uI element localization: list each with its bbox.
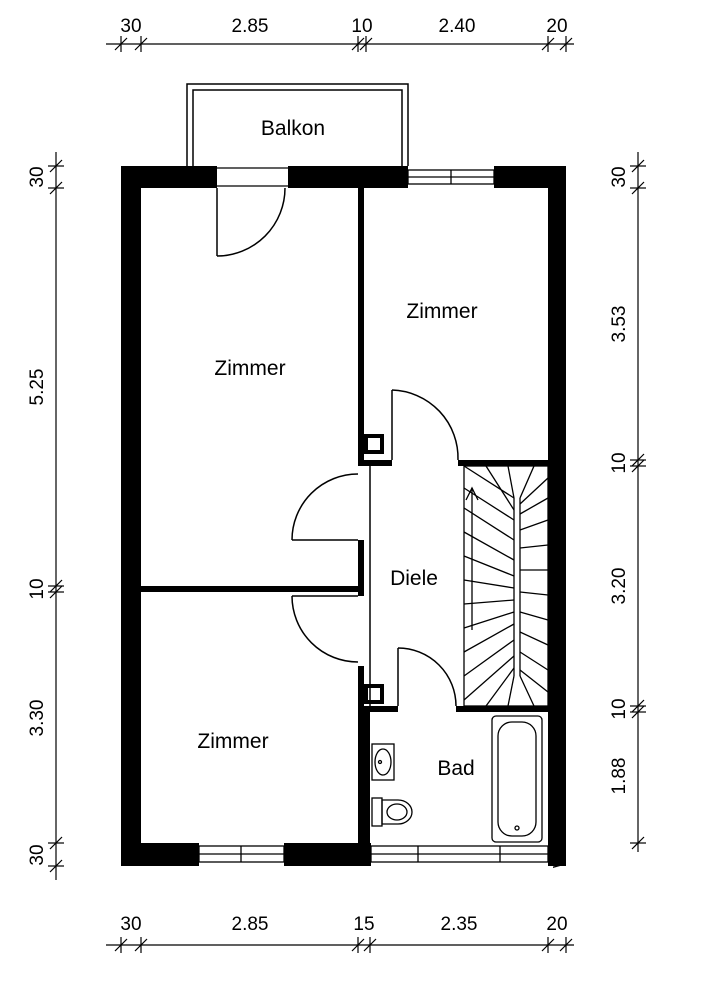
dim-bottom-0: 30 [120,914,141,935]
label-hall: Diele [390,567,438,590]
dim-left-2: 10 [27,578,48,599]
wall-above-hall-2 [458,460,548,466]
dim-right-4: 10 [609,698,630,719]
outer-wall-top-3 [494,166,566,188]
dim-top-4: 20 [546,16,567,37]
dim-top-0: 30 [120,16,141,37]
dim-bottom-3: 2.35 [441,914,478,935]
door-balcony-arc [216,187,286,257]
dim-left-3: 3.30 [27,700,48,737]
staircase [463,465,549,707]
balcony [186,83,409,166]
wall-between-left-rooms [141,586,364,592]
dimension-labels-top: 30 2.85 10 2.40 20 [120,16,567,37]
wall-hall-left-bottom [358,666,364,866]
dim-bottom-2: 15 [353,914,374,935]
toilet [371,797,413,827]
outer-wall-top-2 [288,166,408,188]
wall-above-hall-1 [358,460,392,466]
wall-left-right-rooms [358,188,364,465]
dim-left-1: 5.25 [27,369,48,406]
watermark: www.grundriss.com [547,721,566,869]
doors [216,187,459,707]
outer-wall-left [121,166,141,866]
sanitary [371,715,543,843]
dim-bottom-4: 20 [546,914,567,935]
door-hall-left-upper-arc [291,473,359,541]
dim-right-2: 10 [609,452,630,473]
wall-above-bath-1 [364,706,398,712]
outer-wall-top-1 [121,166,217,188]
label-room-top-left: Zimmer [214,357,285,380]
shaft-upper [364,434,384,454]
dim-top-2: 10 [351,16,372,37]
room-labels: Balkon Zimmer Zimmer Zimmer Diele Bad [197,117,477,780]
wall-above-bath-2 [456,706,548,712]
dim-right-3: 3.20 [609,568,630,605]
dimension-labels-right: 30 3.53 10 3.20 10 1.88 [609,166,630,794]
dim-left-0: 30 [27,166,48,187]
dim-right-0: 30 [609,166,630,187]
dim-top-1: 2.85 [232,16,269,37]
outer-wall-bottom-1 [121,843,199,866]
dimension-labels-left: 30 5.25 10 3.30 30 [27,166,48,865]
door-bath-arc [397,647,457,707]
dim-left-4: 30 [27,844,48,865]
outer-wall-bottom-2 [284,843,371,866]
dim-bottom-1: 2.85 [232,914,269,935]
wall-bath-left [364,706,370,866]
dimension-lines [48,36,646,953]
label-balcony: Balkon [261,117,325,140]
shaft-lower [364,684,384,704]
label-room-top-right: Zimmer [406,300,477,323]
dim-right-1: 3.53 [609,306,630,343]
dimension-labels-bottom: 30 2.85 15 2.35 20 [120,914,567,935]
door-top-right-arc [391,389,459,461]
windows [198,167,549,863]
dim-top-3: 2.40 [439,16,476,37]
outer-wall-right [548,166,566,866]
sink [371,743,395,781]
dim-right-5: 1.88 [609,758,630,795]
label-bath: Bad [437,757,474,780]
walls [121,166,566,866]
shafts [364,434,384,704]
label-room-bottom-left: Zimmer [197,730,268,753]
wall-hall-left-lower [358,540,364,596]
bathtub [491,715,543,843]
door-hall-left-lower-arc [291,595,359,663]
